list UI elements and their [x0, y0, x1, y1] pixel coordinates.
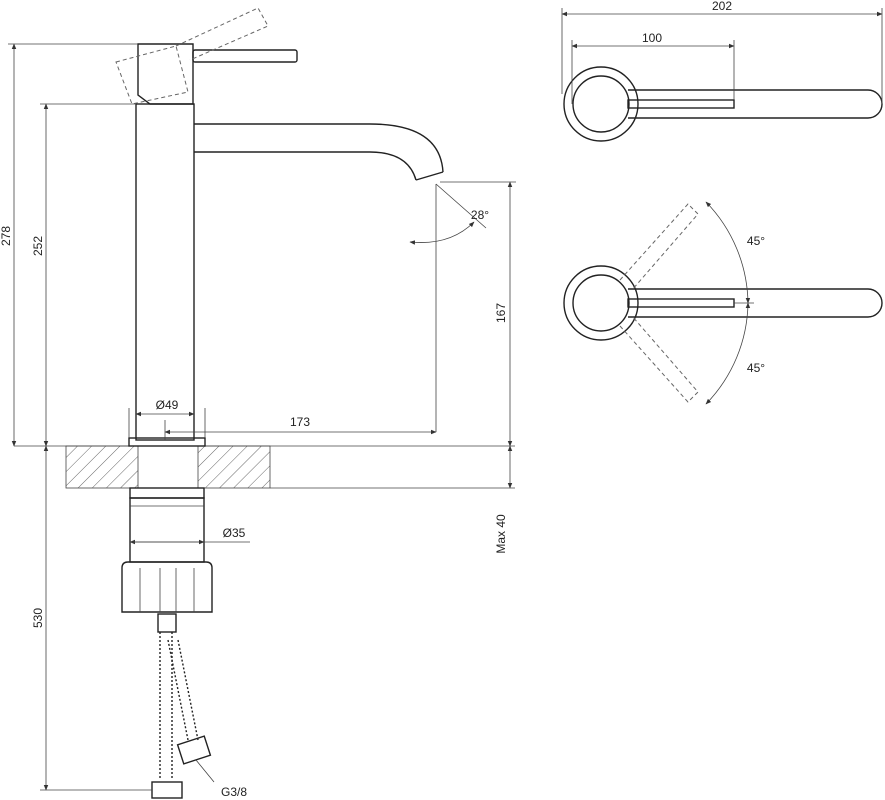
- countertop: [14, 445, 515, 489]
- top-view: 202 100: [561, 0, 883, 142]
- dim-total-height: 278: [0, 226, 13, 246]
- dim-thread: G3/8: [221, 785, 247, 799]
- dim-spout-reach: 173: [290, 415, 310, 429]
- dim-spout-height: 252: [31, 236, 45, 256]
- dim-shank-diameter: Ø35: [223, 526, 246, 540]
- swing-view: 45° 45°: [563, 201, 883, 405]
- dim-body-diameter: Ø49: [156, 398, 179, 412]
- dim-top-lever: 100: [642, 31, 662, 45]
- dim-top-width: 202: [712, 0, 732, 13]
- side-dimension-labels: 278 252 167 Max 40 530 Ø49 173 Ø35 G3/8 …: [0, 208, 508, 799]
- side-view: 278 252 167 Max 40 530 Ø49 173 Ø35 G3/8 …: [0, 7, 516, 799]
- faucet-body: [115, 7, 444, 447]
- dim-hose-length: 530: [31, 608, 45, 628]
- dim-outlet-angle: 28°: [471, 208, 489, 222]
- hoses: [151, 613, 212, 799]
- shank: [121, 487, 213, 799]
- side-dimension-lines: [8, 43, 516, 791]
- outlet-angle: [409, 183, 487, 432]
- dim-max-thickness: Max 40: [494, 514, 508, 554]
- dim-swing-top: 45°: [747, 234, 765, 248]
- dim-outlet-height: 167: [494, 303, 508, 323]
- dim-swing-bottom: 45°: [747, 361, 765, 375]
